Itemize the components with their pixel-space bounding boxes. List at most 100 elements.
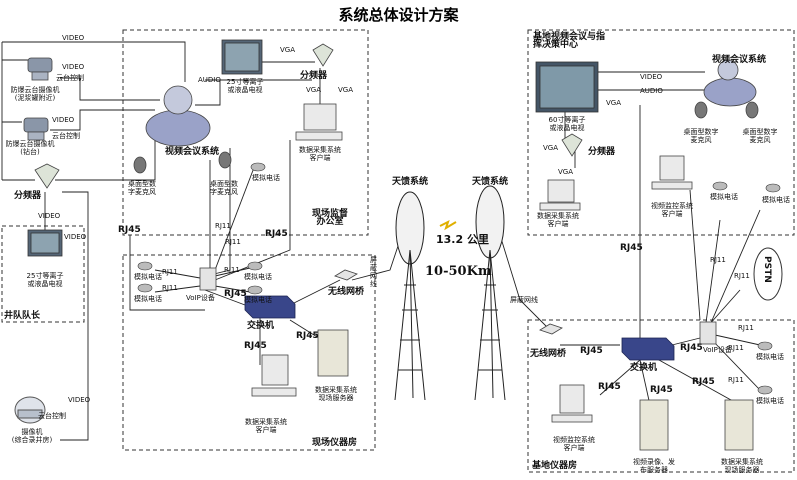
- link-label-rj45-10: RJ45: [692, 377, 715, 387]
- ptz-control-2-label: 云台控制: [52, 132, 80, 140]
- mic-base-2-label: 桌面型数字 麦克风: [742, 128, 778, 144]
- link-label-rj45-2: RJ45: [265, 229, 288, 239]
- link-label-video-7: VIDEO: [640, 73, 663, 81]
- lcd-base-label: 60寸等离子 或液晶电视: [548, 116, 586, 132]
- splitter-site-label: 分频器: [300, 71, 328, 81]
- zone-label-base-center: 基地视频会议与指挥决策中心: [533, 32, 606, 50]
- range-label: 10-50Km: [425, 264, 492, 279]
- link-label-rj45-8: RJ45: [598, 382, 621, 392]
- link-label-rj45-4: RJ45: [296, 331, 319, 341]
- phone-label-3: 模拟电话: [244, 273, 272, 281]
- link-label-rj11-6: RJ11: [710, 256, 726, 264]
- ptz-control-1-label: 云台控制: [56, 74, 84, 82]
- link-label-feeder-site: 屏蔽网线: [370, 256, 377, 288]
- lcd-site-label: 25寸等离子 或液晶电视: [226, 78, 264, 94]
- link-label-rj45-9: RJ45: [650, 385, 673, 395]
- pc-base-3-label: 视频监控系统 客户端: [553, 436, 595, 452]
- diagram-title: 系统总体设计方案: [338, 6, 459, 24]
- zone-base-instrument: [527, 319, 795, 473]
- link-label-vga-5: VGA: [543, 144, 559, 152]
- connection-lines: [1, 41, 761, 441]
- link-label-vga-3: VGA: [338, 86, 354, 94]
- pc-base-2-label: 视频监控系统 客户端: [651, 202, 693, 218]
- link-label-rj45-7: RJ45: [580, 346, 603, 356]
- zone-label-site-instrument: 现场仪器房: [312, 438, 358, 448]
- phone-label-8: 模拟电话: [756, 353, 784, 361]
- link-label-rj11-10: RJ11: [728, 376, 744, 384]
- mic-base-1-label: 桌面型数字 麦克风: [683, 128, 719, 144]
- bridge-base-label: 无线网桥: [530, 349, 567, 359]
- splitter-left-label: 分频器: [14, 191, 42, 201]
- link-label-rj11-2: RJ11: [225, 238, 241, 246]
- link-label-rj11-5: RJ11: [224, 266, 240, 274]
- ptz-camera-2-label: 防爆云台摄像机 (钻台): [5, 140, 55, 156]
- vc-base-label: 视频会议系统: [712, 55, 767, 65]
- zone-base-center: [527, 29, 795, 236]
- switch-site-label: 交换机: [247, 321, 275, 331]
- link-label-vga-1: VGA: [280, 46, 296, 54]
- ptz-camera-1-label: 防爆云台摄像机 (泥浆罐附近): [10, 86, 60, 102]
- splitter-base-label: 分频器: [588, 147, 616, 157]
- zone-site-office: [122, 29, 369, 236]
- link-label-vga-4: VGA: [606, 99, 622, 107]
- link-label-video-2: VIDEO: [62, 63, 85, 71]
- link-label-rj11-8: RJ11: [738, 324, 754, 332]
- zone-label-base-instrument: 基地仪器房: [532, 461, 578, 471]
- link-label-rj45-1: RJ45: [118, 225, 141, 235]
- wireless-link-icon: [439, 220, 457, 231]
- lcd-team-label: 25寸等离子 或液晶电视: [26, 272, 64, 288]
- zone-shaft-team: [1, 225, 85, 323]
- pstn-label: PSTN: [762, 256, 772, 283]
- pc-site-instrument-label: 数据采集系统 客户端: [245, 418, 287, 434]
- link-label-video-1: VIDEO: [62, 34, 85, 42]
- link-label-video-6: VIDEO: [68, 396, 91, 404]
- mic-site-2-label: 桌面型数 字麦克风: [210, 180, 238, 196]
- link-label-rj45-11: RJ45: [680, 343, 703, 353]
- phone-label-6: 模拟电话: [710, 193, 738, 201]
- link-label-feeder-base: 屏蔽网线: [510, 296, 538, 304]
- link-label-rj11-1: RJ11: [215, 222, 231, 230]
- link-label-vga-6: VGA: [558, 168, 574, 176]
- link-label-rj11-9: RJ11: [728, 344, 744, 352]
- link-label-rj45-5: RJ45: [244, 341, 267, 351]
- pstn-cloud: [753, 247, 783, 301]
- zone-label-shaft-team: 井队队长: [4, 311, 41, 321]
- camera-general-label: 摄像机 (综合录井房): [11, 428, 53, 444]
- camera-general-graphic: [14, 396, 46, 424]
- phone-label-5: 模拟电话: [252, 174, 280, 182]
- phone-label-4: 模拟电话: [244, 296, 272, 304]
- link-label-audio-1: AUDIO: [198, 76, 221, 84]
- phone-label-2: 模拟电话: [134, 295, 162, 303]
- server-base-1-label: 视频录像、发 布服务器: [633, 458, 675, 474]
- bridge-site-label: 无线网桥: [328, 287, 365, 297]
- phone-label-9: 模拟电话: [756, 397, 784, 405]
- phone-label-7: 模拟电话: [762, 196, 790, 204]
- link-label-audio-2: AUDIO: [640, 87, 663, 95]
- antenna-base-label: 天馈系统: [472, 177, 509, 187]
- link-label-video-5: VIDEO: [64, 233, 87, 241]
- link-label-rj11-7: RJ11: [734, 272, 750, 280]
- voip-base-label: VoIP设备: [703, 346, 732, 354]
- server-base-2-label: 数据采集系统 现场服务器: [721, 458, 763, 474]
- zone-site-instrument: [122, 254, 376, 451]
- link-label-rj45-3: RJ45: [224, 289, 247, 299]
- voip-site-label: VoIP设备: [186, 294, 215, 302]
- distance-label: 13.2 公里: [436, 233, 489, 246]
- zone-label-site-office: 现场监督办公室: [311, 209, 348, 227]
- pc-base-1-label: 数据采集系统 客户端: [537, 212, 579, 228]
- antenna-site-label: 天馈系统: [392, 177, 429, 187]
- phone-label-1: 模拟电话: [134, 273, 162, 281]
- link-label-video-3: VIDEO: [52, 116, 75, 124]
- ptz-control-3-label: 云台控制: [38, 412, 66, 420]
- link-label-video-4: VIDEO: [38, 212, 61, 220]
- vc-site-label: 视频会议系统: [165, 147, 220, 157]
- switch-base-label: 交换机: [630, 363, 658, 373]
- pc-site-office-label: 数据采集系统 客户端: [299, 146, 341, 162]
- mic-site-1-label: 桌面型数 字麦克风: [128, 180, 156, 196]
- link-label-rj11-3: RJ11: [162, 268, 178, 276]
- link-label-rj11-4: RJ11: [162, 284, 178, 292]
- server-site-label: 数据采集系统 现场服务器: [315, 386, 357, 402]
- link-label-vga-2: VGA: [306, 86, 322, 94]
